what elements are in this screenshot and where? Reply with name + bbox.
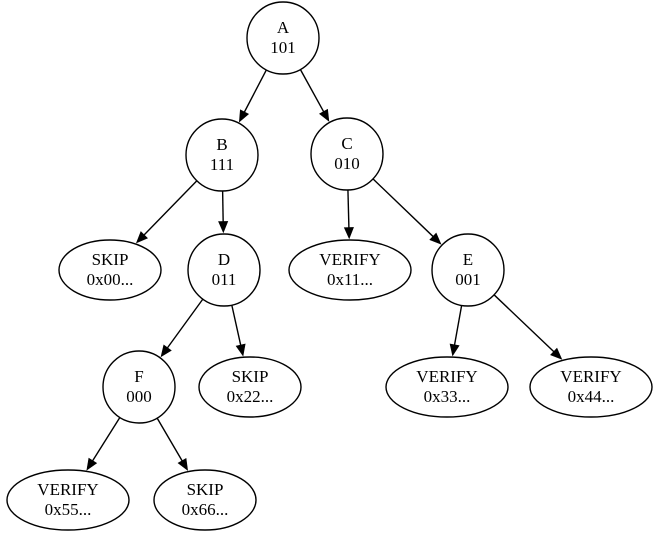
node-label-secondary-C: 010 xyxy=(334,154,360,173)
arrowhead-F-to-S6 xyxy=(177,457,189,471)
node-label-secondary-B: 111 xyxy=(210,155,234,174)
node-shape-D xyxy=(187,233,261,307)
arrowhead-F-to-V5 xyxy=(86,457,98,471)
node-label-secondary-F: 000 xyxy=(126,387,152,406)
node-S6[interactable]: SKIP0x66... xyxy=(153,469,257,531)
node-shape-S6 xyxy=(153,469,257,531)
arrowhead-C-to-V1 xyxy=(343,227,354,240)
arrowhead-C-to-E xyxy=(429,232,442,245)
node-V5[interactable]: VERIFY0x55... xyxy=(6,469,130,531)
node-label-primary-F: F xyxy=(134,367,143,386)
node-label-secondary-S2: 0x22... xyxy=(227,387,274,406)
edge-F-to-S6 xyxy=(156,417,183,462)
nodes-layer: A101B111C010SKIP0x00...D011VERIFY0x11...… xyxy=(6,1,653,531)
node-label-primary-S6: SKIP xyxy=(187,480,224,499)
node-V3[interactable]: VERIFY0x33... xyxy=(385,356,509,418)
edges-layer xyxy=(86,69,563,471)
node-shape-C xyxy=(310,117,384,191)
node-shape-S0 xyxy=(58,239,162,301)
edge-A-to-B xyxy=(243,69,267,113)
node-label-secondary-S6: 0x66... xyxy=(182,500,229,519)
node-label-secondary-D: 011 xyxy=(212,270,237,289)
node-shape-F xyxy=(102,350,176,424)
node-label-primary-A: A xyxy=(277,18,290,37)
node-S0[interactable]: SKIP0x00... xyxy=(58,239,162,301)
edge-E-to-V4 xyxy=(493,294,555,353)
node-shape-V5 xyxy=(6,469,130,531)
node-shape-B xyxy=(185,118,259,192)
node-shape-V3 xyxy=(385,356,509,418)
node-label-primary-S2: SKIP xyxy=(232,367,269,386)
arrowhead-B-to-D xyxy=(218,221,229,234)
arrowhead-D-to-F xyxy=(160,344,172,358)
node-shape-V4 xyxy=(529,356,653,418)
arrowhead-B-to-S0 xyxy=(135,231,148,244)
node-label-secondary-V5: 0x55... xyxy=(45,500,92,519)
node-label-secondary-S0: 0x00... xyxy=(87,270,134,289)
edge-F-to-V5 xyxy=(92,417,121,462)
arrowhead-A-to-B xyxy=(238,109,250,123)
edge-E-to-V3 xyxy=(453,305,463,345)
node-label-primary-V5: VERIFY xyxy=(37,480,98,499)
node-V1[interactable]: VERIFY0x11... xyxy=(288,239,412,301)
arrowhead-E-to-V3 xyxy=(449,343,460,357)
node-shape-V1 xyxy=(288,239,412,301)
node-label-primary-C: C xyxy=(341,134,352,153)
node-shape-S2 xyxy=(198,356,302,418)
edge-A-to-C xyxy=(299,69,325,112)
arrowhead-D-to-S2 xyxy=(235,343,246,357)
edge-C-to-V1 xyxy=(347,189,350,228)
node-label-secondary-E: 001 xyxy=(455,270,481,289)
node-label-primary-S0: SKIP xyxy=(92,250,129,269)
node-shape-A xyxy=(246,1,320,75)
edge-B-to-D xyxy=(221,190,224,222)
node-label-secondary-A: 101 xyxy=(270,38,296,57)
node-S2[interactable]: SKIP0x22... xyxy=(198,356,302,418)
node-label-primary-V3: VERIFY xyxy=(416,367,477,386)
edge-D-to-S2 xyxy=(231,304,242,346)
node-label-primary-V1: VERIFY xyxy=(319,250,380,269)
node-label-primary-V4: VERIFY xyxy=(560,367,621,386)
node-shape-E xyxy=(431,233,505,307)
edge-C-to-E xyxy=(372,178,434,237)
node-label-primary-E: E xyxy=(463,250,473,269)
edge-D-to-F xyxy=(166,298,204,349)
node-label-secondary-V1: 0x11... xyxy=(327,270,373,289)
node-label-secondary-V3: 0x33... xyxy=(424,387,471,406)
node-label-secondary-V4: 0x44... xyxy=(568,387,615,406)
node-label-primary-B: B xyxy=(216,135,227,154)
node-label-primary-D: D xyxy=(218,250,230,269)
arrowhead-E-to-V4 xyxy=(550,347,563,360)
arrowhead-A-to-C xyxy=(319,108,330,122)
edge-B-to-S0 xyxy=(143,180,198,236)
node-V4[interactable]: VERIFY0x44... xyxy=(529,356,653,418)
